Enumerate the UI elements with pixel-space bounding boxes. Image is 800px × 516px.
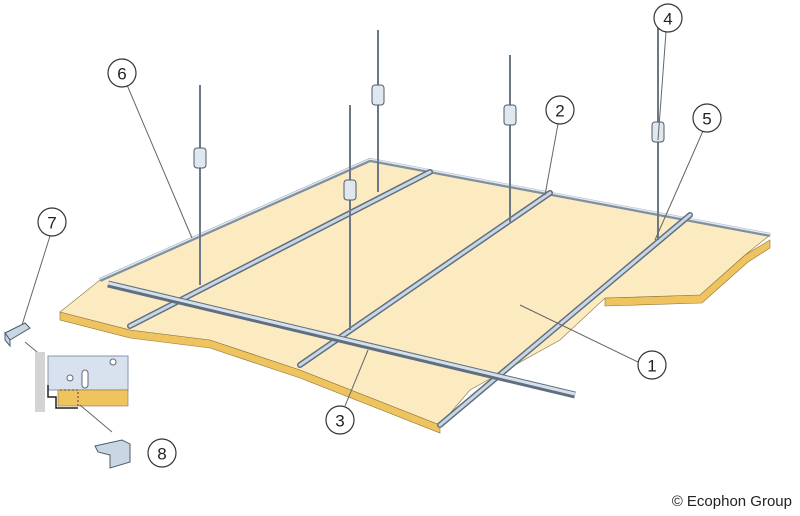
wall-trim-part — [4, 322, 31, 348]
wall-angle-trim — [99, 157, 771, 282]
callout-7: 7 — [47, 214, 56, 233]
copyright-notice: © Ecophon Group — [671, 493, 792, 510]
callout-2: 2 — [555, 102, 564, 121]
callout-3-circle — [325, 405, 355, 435]
ceiling-panels — [59, 159, 771, 426]
cross-tees — [127, 169, 693, 428]
callout-circles — [37, 3, 722, 468]
callout-1-circle — [637, 350, 667, 380]
wall-angle-highlight — [99, 158, 771, 280]
clip-part — [94, 439, 131, 469]
callout-4-circle — [653, 3, 683, 33]
leader-lines — [21, 31, 704, 433]
callout-4: 4 — [663, 10, 672, 29]
main-runner — [107, 280, 576, 399]
callout-1: 1 — [647, 357, 656, 376]
callout-5-circle — [692, 103, 722, 133]
callout-6: 6 — [117, 65, 126, 84]
callout-6-circle — [107, 58, 137, 88]
callout-8-circle — [147, 438, 177, 468]
callout-5: 5 — [702, 110, 711, 129]
callout-3: 3 — [335, 412, 344, 431]
callout-8: 8 — [157, 445, 166, 464]
hanger-clips — [193, 84, 665, 201]
callout-7-circle — [37, 207, 67, 237]
callout-2-circle — [545, 95, 575, 125]
hanger-rods — [199, 10, 659, 330]
edge-detail-inset — [35, 352, 129, 412]
